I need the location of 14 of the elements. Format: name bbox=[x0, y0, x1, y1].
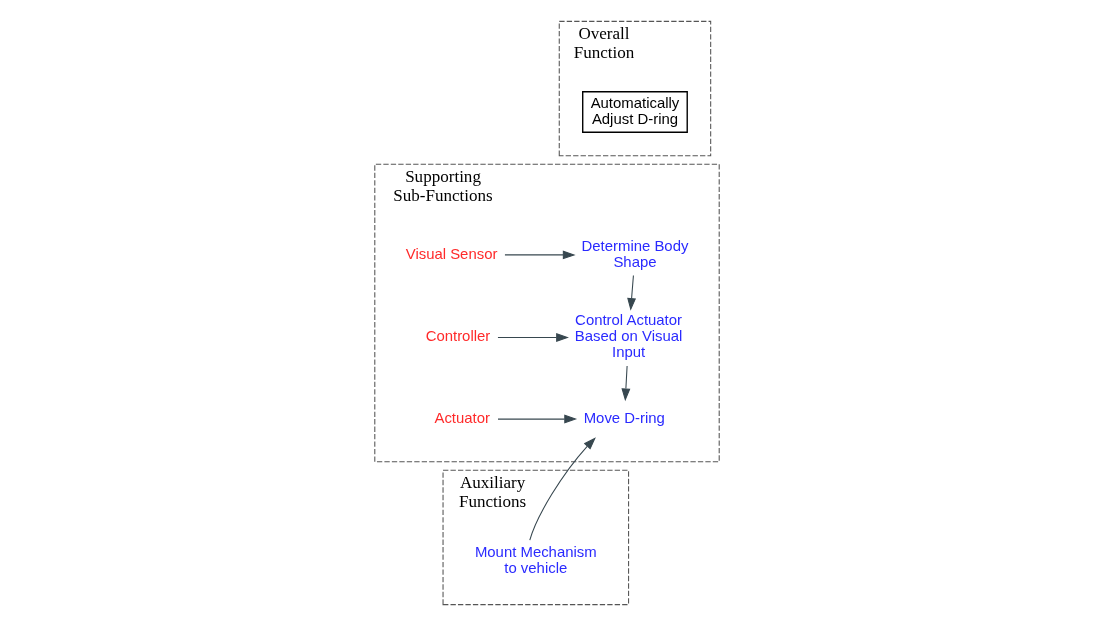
arrow bbox=[496, 333, 569, 342]
node-box: Automatically Adjust D-ring bbox=[581, 91, 688, 133]
node-text: Actuator bbox=[433, 409, 490, 427]
arrow bbox=[528, 437, 596, 541]
node-text: Move D-ring bbox=[583, 409, 665, 427]
arrow bbox=[496, 414, 577, 424]
node-text: Visual Sensor bbox=[405, 244, 497, 262]
arrow bbox=[626, 274, 636, 311]
arrow bbox=[620, 365, 630, 402]
node-text: Mount Mechanism to vehicle bbox=[474, 542, 597, 576]
node-text: Controller bbox=[425, 327, 490, 345]
node-text: Control Actuator Based on Visual Input bbox=[574, 311, 682, 361]
node-text: Determine Body Shape bbox=[581, 236, 688, 270]
arrow bbox=[503, 250, 576, 260]
